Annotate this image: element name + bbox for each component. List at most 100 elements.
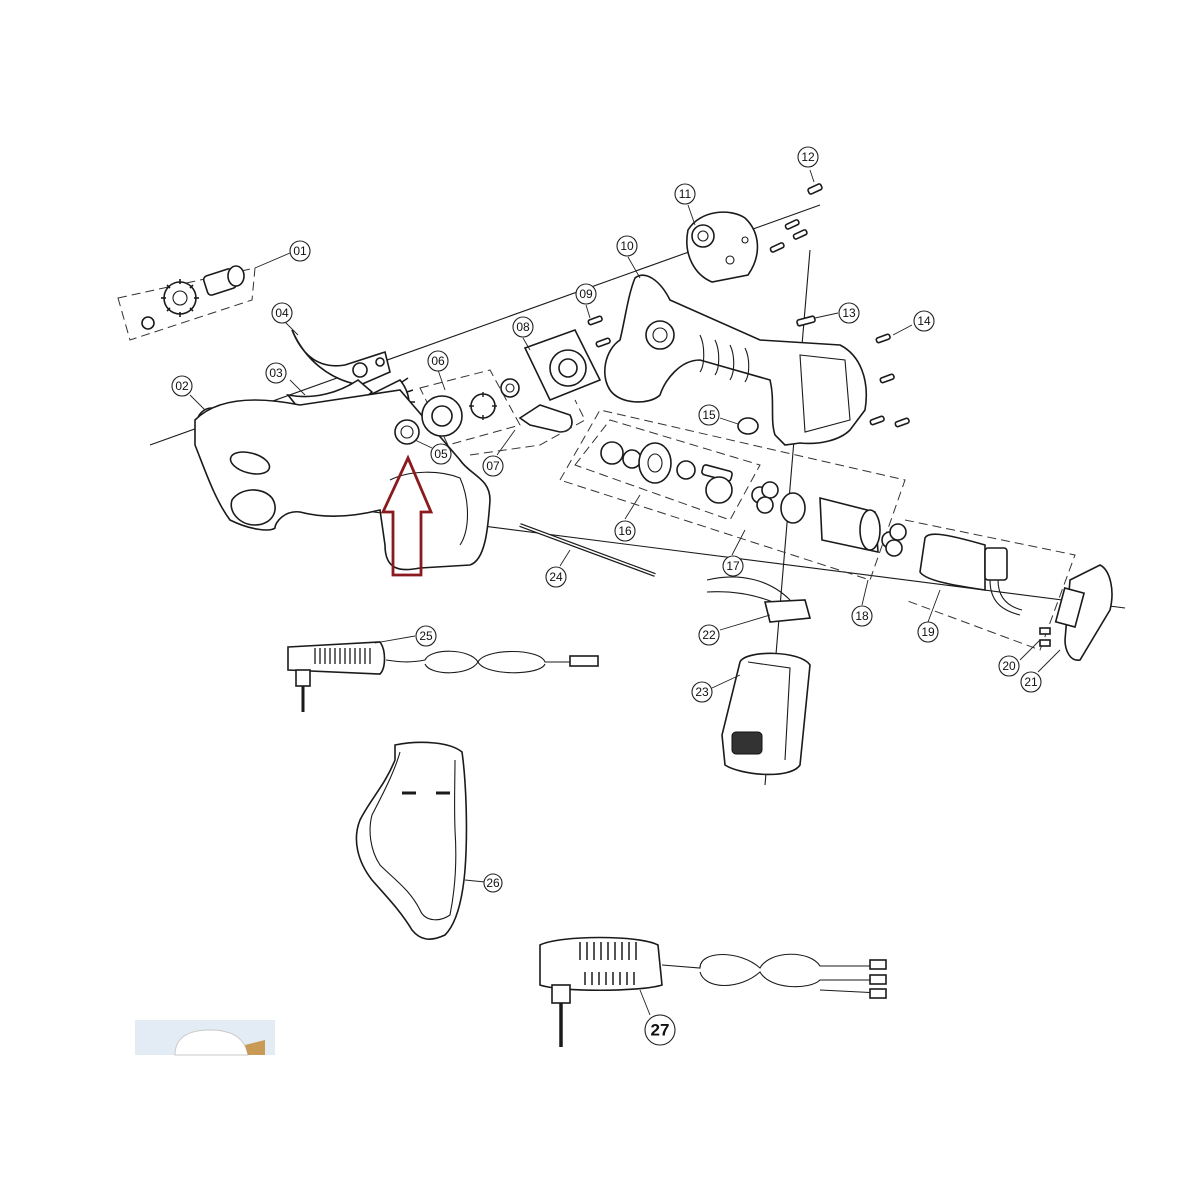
callout-14: 14 (913, 310, 935, 332)
part-09-screws (585, 304, 611, 348)
callout-number: 08 (516, 320, 530, 334)
callout-number: 26 (486, 876, 500, 890)
callout-number: 19 (921, 625, 935, 639)
part-11-cover-plate (686, 204, 759, 283)
callout-19: 19 (917, 621, 939, 643)
callout-circle (851, 605, 873, 627)
part-21-end-cap (1037, 564, 1113, 673)
callout-16: 16 (614, 520, 636, 542)
part-20-contact (1019, 627, 1051, 661)
callout-18: 18 (851, 605, 873, 627)
part-25-charger (287, 635, 599, 712)
callout-04: 04 (271, 302, 293, 324)
callout-circle (998, 655, 1020, 677)
part-26-holster (355, 741, 486, 940)
callout-circle (644, 1014, 676, 1046)
callout-01: 01 (289, 240, 311, 262)
callout-number: 25 (419, 629, 433, 643)
callout-circle (838, 302, 860, 324)
callout-05: 05 (430, 443, 452, 465)
callout-number: 06 (431, 354, 445, 368)
part-27-charger (539, 936, 887, 1047)
callout-number: 11 (679, 187, 692, 201)
callout-labels: 01 02 03 04 05 06 07 08 09 10 11 12 13 14 15 16 17 18 19 20… (171, 146, 1042, 1046)
part-22-switch-plate (706, 576, 812, 631)
callout-number: 21 (1024, 675, 1038, 689)
callout-circle (616, 235, 638, 257)
part-08-plate-bearing (500, 329, 602, 402)
callout-circle (614, 520, 636, 542)
callout-circle (482, 455, 504, 477)
callout-number: 17 (726, 559, 740, 573)
callout-circle (917, 621, 939, 643)
callout-03: 03 (265, 362, 287, 384)
callout-25: 25 (415, 625, 437, 647)
callout-number: 04 (275, 306, 289, 320)
part-10-main-housing (604, 256, 867, 446)
callout-02: 02 (171, 375, 193, 397)
callout-circle (1020, 671, 1042, 693)
part-24-rod (519, 523, 656, 577)
callout-number: 03 (269, 366, 283, 380)
callout-09: 09 (575, 283, 597, 305)
callout-number: 14 (917, 314, 931, 328)
callout-circle (698, 404, 720, 426)
callout-number: 09 (579, 287, 593, 301)
callout-number: 22 (702, 628, 716, 642)
callout-23: 23 (691, 681, 713, 703)
callout-number: 15 (702, 408, 716, 422)
part-07-lever (469, 399, 586, 456)
part-15-bushing (719, 417, 759, 435)
callout-circle (289, 240, 311, 262)
callout-circle (415, 625, 437, 647)
callout-circle (674, 183, 696, 205)
callout-07: 07 (482, 455, 504, 477)
callout-13: 13 (838, 302, 860, 324)
callout-number: 10 (620, 239, 634, 253)
callout-17: 17 (722, 555, 744, 577)
partial-photo-thumbnail (135, 1020, 275, 1056)
part-01-gear-shaft (117, 252, 291, 341)
callout-06: 06 (427, 350, 449, 372)
callout-circle (913, 310, 935, 332)
callout-08: 08 (512, 316, 534, 338)
callout-circle (698, 624, 720, 646)
part-06-gear-set (419, 369, 521, 446)
callout-circle (545, 566, 567, 588)
part-18-motor-housing (819, 496, 907, 606)
callout-circle (722, 555, 744, 577)
part-14-screws (869, 324, 913, 428)
callout-number: 24 (549, 570, 563, 584)
callout-number: 20 (1002, 659, 1016, 673)
callout-circle (797, 146, 819, 168)
part-12-screws (769, 169, 823, 253)
part-04-upper-blade (284, 321, 391, 386)
callout-number: 02 (175, 379, 189, 393)
callout-number: 01 (293, 244, 307, 258)
callout-number: 23 (695, 685, 709, 699)
callout-26: 26 (483, 873, 503, 893)
part-19-motor (904, 519, 1076, 651)
callout-number: 18 (855, 609, 869, 623)
callout-21: 21 (1020, 671, 1042, 693)
part-17-gearbox (559, 409, 906, 581)
callout-15: 15 (698, 404, 720, 426)
callout-11: 11 (674, 183, 696, 205)
callout-circle (512, 316, 534, 338)
callout-number: 07 (486, 459, 500, 473)
callout-number: 05 (434, 447, 448, 461)
callout-22: 22 (698, 624, 720, 646)
callout-circle (483, 873, 503, 893)
callout-12: 12 (797, 146, 819, 168)
callout-circle (691, 681, 713, 703)
callout-circle (171, 375, 193, 397)
callout-27: 27 (644, 1014, 676, 1046)
part-16-planetary-stage (574, 419, 761, 521)
callout-circle (430, 443, 452, 465)
callout-circle (575, 283, 597, 305)
highlight-arrow (380, 454, 434, 577)
part-23-battery (711, 652, 811, 776)
callout-20: 20 (998, 655, 1020, 677)
callout-circle (265, 362, 287, 384)
